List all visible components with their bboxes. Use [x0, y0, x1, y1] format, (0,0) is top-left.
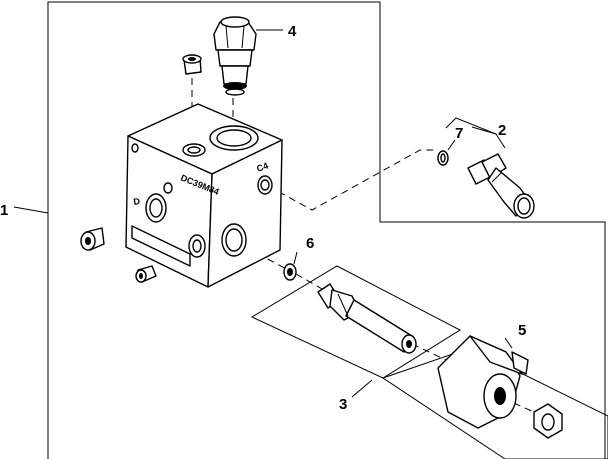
callout-2: 2: [498, 122, 506, 139]
callout-1: 1: [0, 202, 8, 219]
retaining-nut: [533, 403, 563, 439]
leader-lines: [13, 29, 513, 398]
leader-line-2: [445, 117, 506, 149]
port-c4-label: C4: [255, 161, 269, 174]
callout-3: 3: [339, 396, 347, 413]
leader-line-1: [13, 206, 49, 214]
solenoid-coil: [437, 335, 529, 429]
top-plug: [182, 54, 202, 75]
assembly-boundary: [47, 1, 606, 459]
cartridge-valve: [213, 16, 257, 96]
leader-line-5: [504, 337, 513, 349]
assembly-axes: [191, 78, 539, 415]
leader-line-3: [351, 379, 373, 398]
callout-4: 4: [288, 23, 297, 40]
port-d-label: D: [133, 196, 142, 207]
o-ring-7: [437, 150, 449, 166]
o-ring-6: [283, 263, 297, 281]
hydraulic-fitting: [467, 153, 535, 219]
callout-6: 6: [306, 235, 314, 252]
lower-screw: [135, 265, 157, 283]
left-plug: [80, 227, 105, 251]
callouts: 1 2 3 4 5 6 7: [0, 23, 526, 413]
valve-block: C4 D DC39M84: [125, 103, 283, 288]
leader-line-7: [447, 139, 456, 151]
callout-5: 5: [518, 322, 526, 339]
callout-7: 7: [455, 125, 463, 142]
leader-line-6: [293, 251, 298, 265]
solenoid-cartridge: [317, 283, 417, 354]
